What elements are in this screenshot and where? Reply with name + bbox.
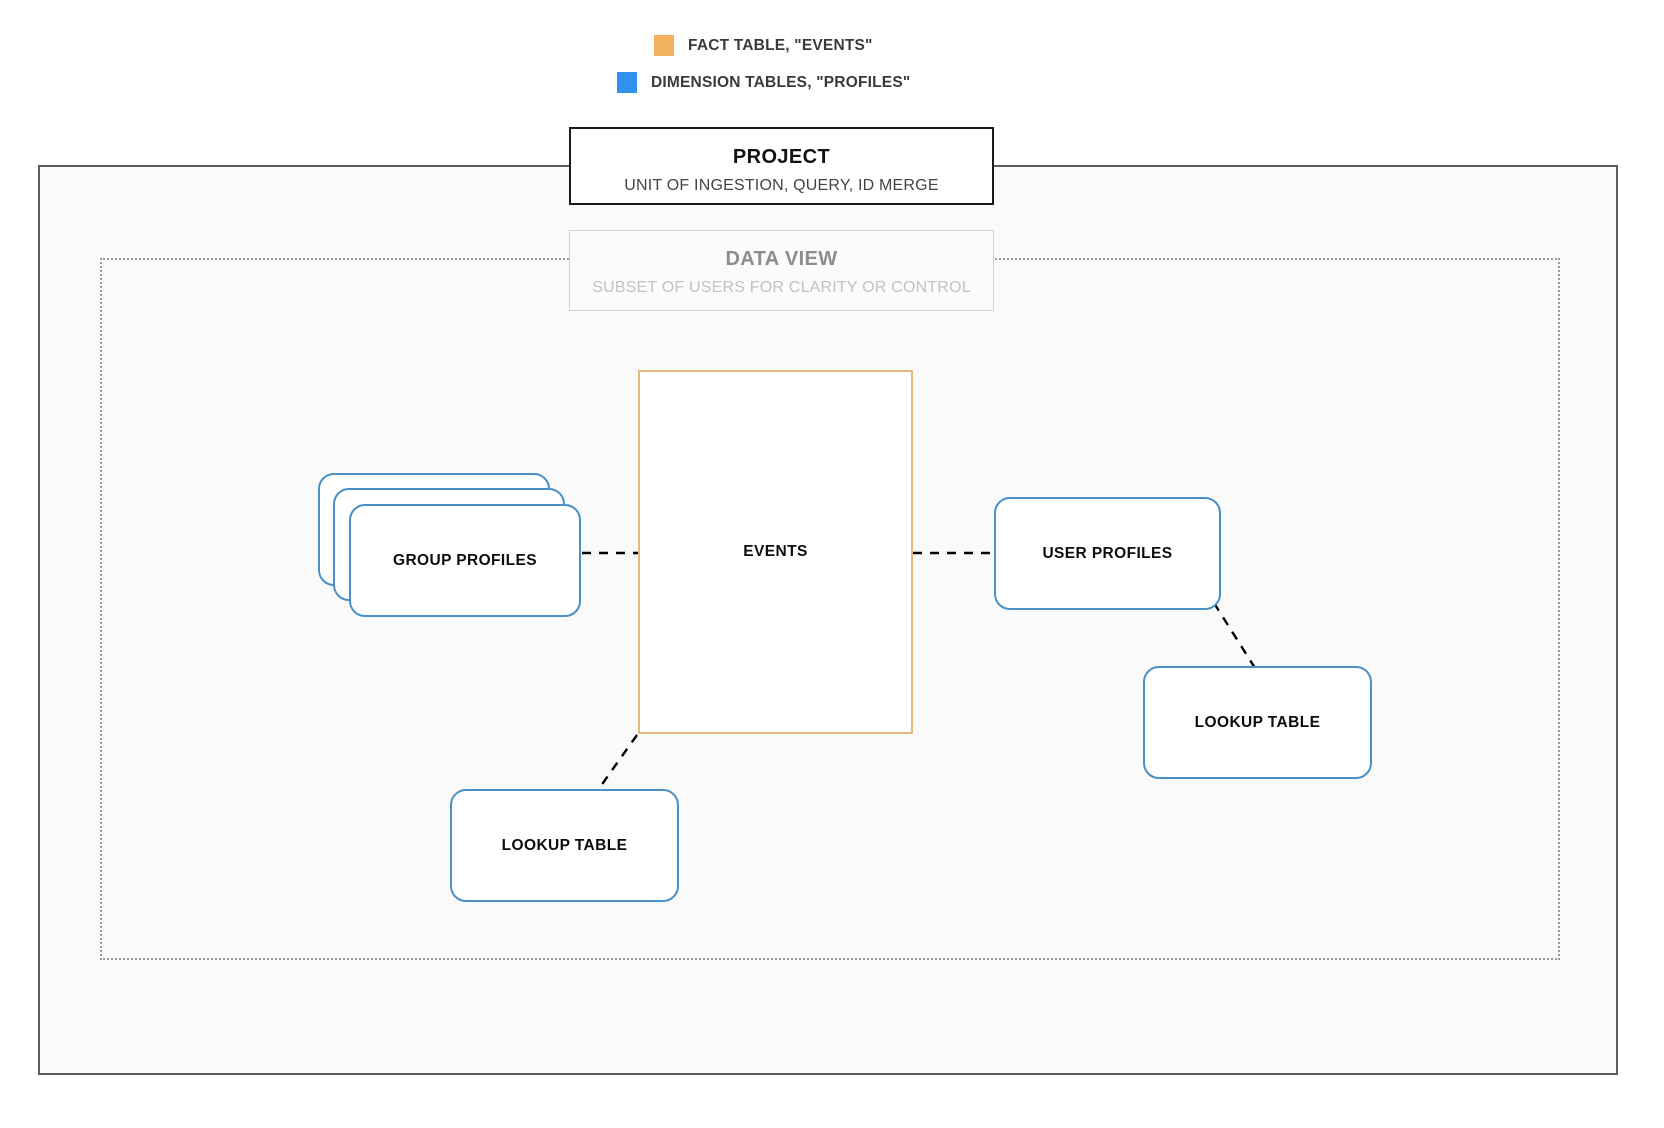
- data-view-subtitle: SUBSET OF USERS FOR CLARITY OR CONTROL: [592, 279, 971, 296]
- node-lookup-table-right-label: LOOKUP TABLE: [1194, 713, 1321, 731]
- node-user-profiles[interactable]: USER PROFILES: [994, 497, 1221, 610]
- legend-label-fact-table: FACT TABLE, "EVENTS": [688, 36, 873, 54]
- legend-item-dimension-tables: DIMENSION TABLES, "PROFILES": [617, 72, 910, 93]
- legend-swatch-blue: [617, 72, 637, 93]
- data-view-header-card: DATA VIEW SUBSET OF USERS FOR CLARITY OR…: [569, 230, 994, 311]
- node-events[interactable]: EVENTS: [638, 370, 913, 734]
- node-lookup-table-left-label: LOOKUP TABLE: [501, 836, 628, 854]
- data-view-title: DATA VIEW: [725, 248, 838, 270]
- node-lookup-table-right[interactable]: LOOKUP TABLE: [1143, 666, 1372, 779]
- node-lookup-table-left[interactable]: LOOKUP TABLE: [450, 789, 679, 902]
- legend-swatch-orange: [654, 35, 674, 56]
- group-profiles-card-front[interactable]: GROUP PROFILES: [349, 504, 581, 617]
- node-events-label: EVENTS: [743, 543, 808, 560]
- legend-label-dimension-tables: DIMENSION TABLES, "PROFILES": [651, 73, 911, 91]
- project-header-card: PROJECT UNIT OF INGESTION, QUERY, ID MER…: [569, 127, 994, 205]
- node-user-profiles-label: USER PROFILES: [1042, 544, 1173, 562]
- project-subtitle: UNIT OF INGESTION, QUERY, ID MERGE: [624, 177, 939, 194]
- node-group-profiles[interactable]: GROUP PROFILES: [318, 473, 603, 617]
- node-group-profiles-label: GROUP PROFILES: [393, 551, 537, 569]
- legend-item-fact-table: FACT TABLE, "EVENTS": [654, 35, 873, 56]
- project-title: PROJECT: [732, 146, 831, 168]
